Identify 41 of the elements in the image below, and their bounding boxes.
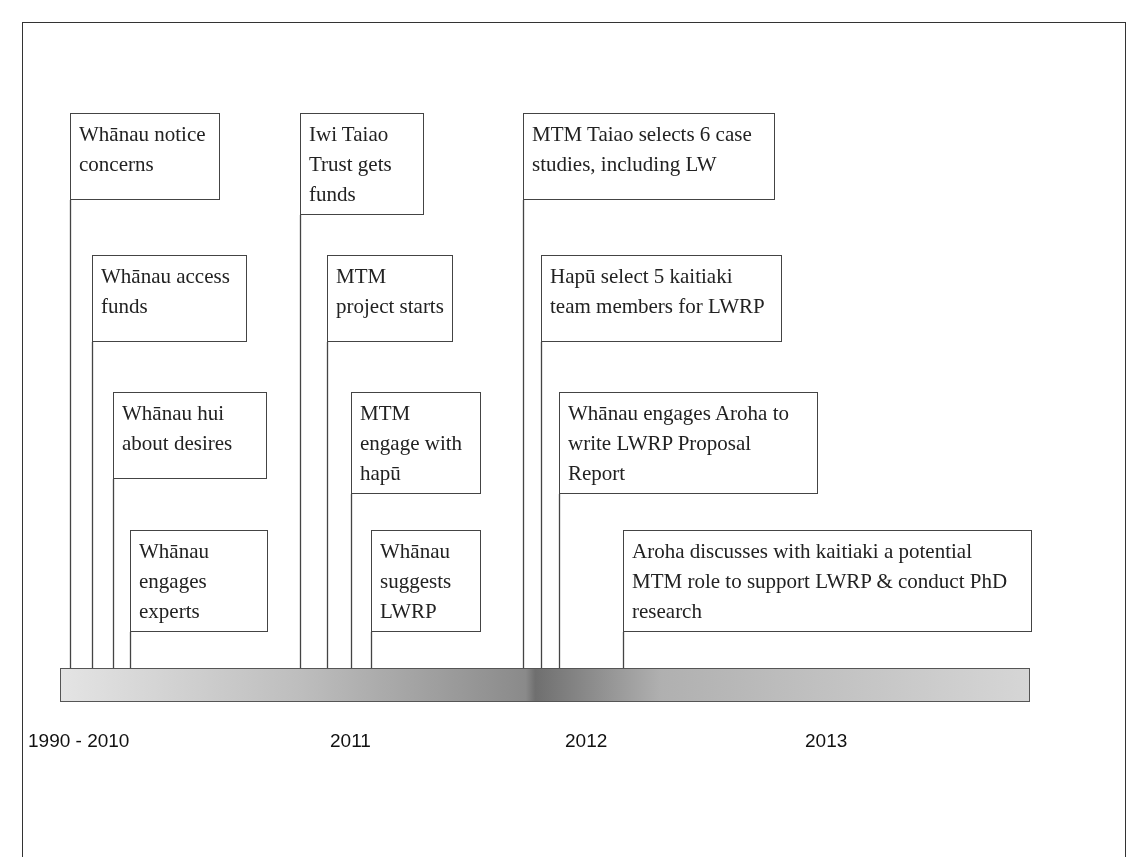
event-box bbox=[623, 530, 1032, 632]
event-box bbox=[523, 113, 775, 200]
event-box bbox=[130, 530, 268, 632]
event-box bbox=[541, 255, 782, 342]
timeline-bar bbox=[60, 668, 1030, 702]
year-label: 2013 bbox=[805, 730, 848, 752]
event-box bbox=[371, 530, 481, 632]
event-text: MTM project starts bbox=[336, 263, 444, 320]
event-box bbox=[70, 113, 220, 200]
event-box bbox=[113, 392, 267, 479]
event-text: Whānau suggests LWRP bbox=[380, 538, 453, 625]
event-text: Hapū select 5 kaitiaki team members for LWRP bbox=[550, 263, 766, 320]
connector-line bbox=[558, 493, 561, 669]
event-text: Whānau engages experts bbox=[139, 538, 210, 625]
event-text: Whānau engages Aroha to write LWRP Proposal Report bbox=[568, 400, 790, 487]
connector-line bbox=[112, 478, 115, 669]
connector-line bbox=[370, 631, 373, 669]
connector-line bbox=[91, 341, 94, 669]
connector-line bbox=[540, 341, 543, 669]
event-box bbox=[559, 392, 818, 494]
year-label: 2011 bbox=[330, 730, 371, 752]
event-text: Whānau hui about desires bbox=[122, 400, 234, 457]
connector-line bbox=[69, 199, 72, 669]
event-text: Aroha discusses with kaitiaki a potential MTM role to support LWRP & conduct PhD research bbox=[632, 538, 1009, 625]
event-text: Whānau access funds bbox=[101, 263, 231, 320]
connector-line bbox=[326, 341, 329, 669]
year-label: 1990 - 2010 bbox=[28, 730, 130, 752]
connector-line bbox=[299, 214, 302, 669]
event-box bbox=[300, 113, 424, 215]
event-box bbox=[327, 255, 453, 342]
event-text: Iwi Taiao Trust gets funds bbox=[309, 121, 393, 208]
connector-line bbox=[522, 199, 525, 669]
event-text: MTM Taiao selects 6 case studies, including LW bbox=[532, 121, 753, 178]
event-box bbox=[92, 255, 247, 342]
event-text: MTM engage with hapū bbox=[360, 400, 464, 487]
connector-line bbox=[129, 631, 132, 669]
event-text: Whānau notice concerns bbox=[79, 121, 207, 178]
year-label: 2012 bbox=[565, 730, 608, 752]
connector-line bbox=[350, 493, 353, 669]
event-box bbox=[351, 392, 481, 494]
connector-line bbox=[622, 631, 625, 669]
